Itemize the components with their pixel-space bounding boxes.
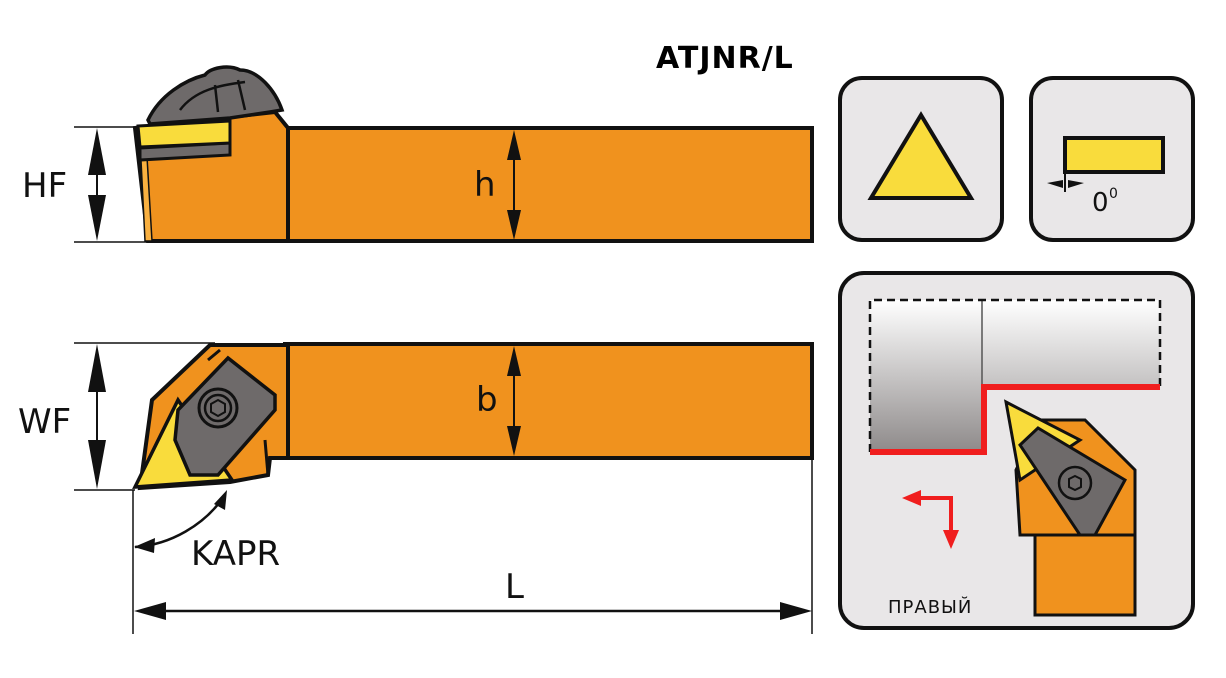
b-label: b bbox=[476, 380, 498, 420]
h-label: h bbox=[474, 165, 496, 205]
wf-arrow-down-icon bbox=[88, 440, 106, 489]
clearance-angle-value: 0 bbox=[1092, 188, 1109, 218]
model-title: ATJNR/L bbox=[656, 41, 794, 76]
feed-direction-icon bbox=[920, 496, 953, 532]
wf-label: WF bbox=[18, 402, 71, 442]
b-arrow-down-icon bbox=[507, 426, 521, 456]
hand-label: ПРАВЫЙ bbox=[888, 596, 972, 618]
workpiece-step bbox=[870, 300, 982, 452]
hf-arrow-down-icon bbox=[88, 195, 106, 241]
b-arrow-up-icon bbox=[507, 346, 521, 376]
wf-arrow-up-icon bbox=[88, 344, 106, 392]
clearance-arrow-left-icon bbox=[1047, 180, 1063, 188]
insert-shape-panel bbox=[838, 76, 1004, 242]
top-view: WF b KAPR L bbox=[18, 342, 814, 634]
mini-shank bbox=[1033, 533, 1137, 617]
clearance-arrow-right-icon bbox=[1068, 180, 1084, 188]
clearance-angle-degree: 0 bbox=[1109, 186, 1118, 202]
clearance-angle-panel: 0 0 bbox=[1029, 76, 1195, 242]
workpiece-shoulder bbox=[982, 300, 1160, 386]
insert-side bbox=[136, 119, 232, 149]
kapr-arrow-left-icon bbox=[134, 538, 155, 553]
l-arrow-right-icon bbox=[780, 602, 812, 620]
l-label: L bbox=[505, 567, 524, 607]
triangle-insert-icon bbox=[867, 111, 975, 200]
shank-top bbox=[283, 342, 814, 460]
cut-path bbox=[870, 384, 1160, 455]
h-arrow-up-icon bbox=[507, 130, 521, 160]
hand-panel: ПРАВЫЙ bbox=[838, 271, 1195, 630]
hf-label: HF bbox=[22, 166, 67, 206]
shank-side bbox=[283, 126, 814, 243]
workpiece-outline bbox=[868, 298, 1162, 452]
kapr-label: KAPR bbox=[191, 534, 280, 574]
kapr-arrow-right-icon bbox=[214, 490, 227, 510]
l-arrow-left-icon bbox=[134, 602, 166, 620]
h-arrow-down-icon bbox=[507, 210, 521, 240]
clearance-insert-icon bbox=[1063, 136, 1165, 174]
side-view: HF h bbox=[22, 65, 814, 243]
hf-arrow-up-icon bbox=[88, 128, 106, 175]
